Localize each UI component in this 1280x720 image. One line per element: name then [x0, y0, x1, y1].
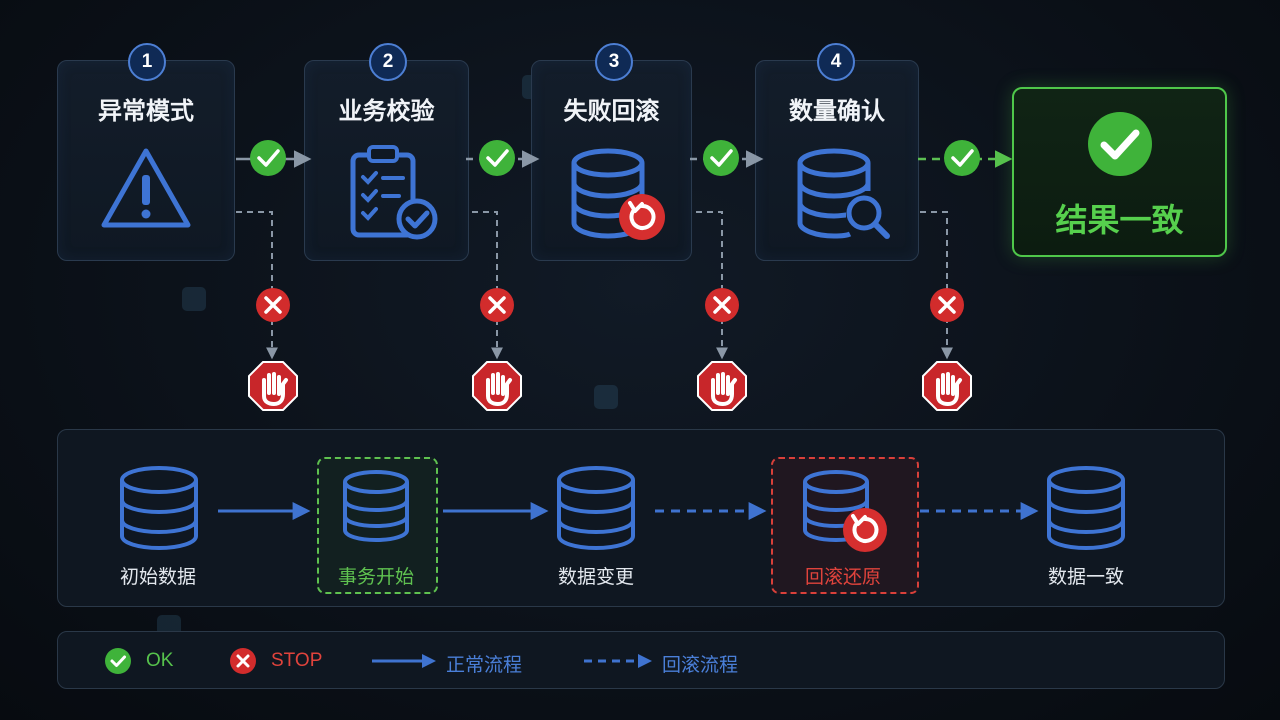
watermark-logo	[182, 287, 206, 311]
step-card-rollback-on-failure: 失败回滚	[531, 60, 692, 261]
transaction-flow-diagram	[120, 466, 1125, 552]
legend-ok-label: OK	[146, 650, 174, 671]
step-number-badge: 2	[369, 43, 407, 81]
failure-branch-3	[696, 211, 739, 360]
step-number-badge: 3	[595, 43, 633, 81]
stop-hand-icon	[472, 361, 522, 411]
watermark-logo	[594, 385, 618, 409]
ok-check-icon	[105, 648, 131, 674]
failure-branch-4	[920, 211, 964, 360]
step-number-badge: 4	[817, 43, 855, 81]
transaction-start-highlight	[317, 457, 438, 594]
database-icon	[1047, 466, 1125, 551]
flow-node-label: 初始数据	[119, 566, 196, 588]
failure-branch-1	[236, 211, 290, 360]
stop-hand-icon	[248, 361, 298, 411]
database-icon	[343, 470, 409, 543]
database-icon	[120, 466, 198, 551]
legend-normal-flow-label: 正常流程	[446, 654, 523, 676]
legend-stop-label: STOP	[271, 650, 323, 671]
step-title: 业务校验	[338, 97, 435, 125]
step-title: 异常模式	[98, 97, 194, 125]
rollback-flow-legend-arrow	[584, 654, 652, 668]
normal-flow-legend-arrow	[372, 654, 436, 668]
step-card-quantity-confirmation: 数量确认	[755, 60, 919, 261]
database-icon	[557, 466, 635, 551]
ok-arrow	[918, 140, 1013, 176]
stop-x-icon	[230, 648, 256, 674]
result-title: 结果一致	[1055, 201, 1184, 239]
step-title: 数量确认	[789, 97, 885, 125]
database-rollback-icon	[571, 148, 665, 240]
database-rollback-icon	[803, 470, 887, 552]
flow-node-label: 回滚还原	[804, 566, 881, 588]
failure-branch-2	[472, 211, 514, 360]
stop-hand-icon	[922, 361, 972, 411]
clipboard-check-icon	[350, 145, 438, 240]
step-number-badge: 1	[128, 43, 166, 81]
step-connectors	[236, 140, 1013, 411]
result-card: 结果一致	[1012, 87, 1227, 257]
ok-arrow	[466, 140, 540, 176]
ok-arrow	[236, 140, 312, 176]
check-circle-icon	[1088, 112, 1152, 176]
ok-arrow	[690, 140, 764, 176]
flow-node-label: 数据一致	[1047, 566, 1124, 588]
step-title: 失败回滚	[563, 97, 660, 125]
step-card-abnormal-mode: 异常模式	[57, 60, 235, 261]
flow-node-label: 数据变更	[557, 566, 634, 588]
flow-node-label: 事务开始	[337, 566, 414, 588]
step-card-business-validation: 业务校验	[304, 60, 469, 261]
stop-hand-icon	[697, 361, 747, 411]
legend-rollback-flow-label: 回滚流程	[662, 654, 739, 676]
database-search-icon	[797, 148, 890, 239]
warning-triangle-icon	[101, 148, 191, 228]
